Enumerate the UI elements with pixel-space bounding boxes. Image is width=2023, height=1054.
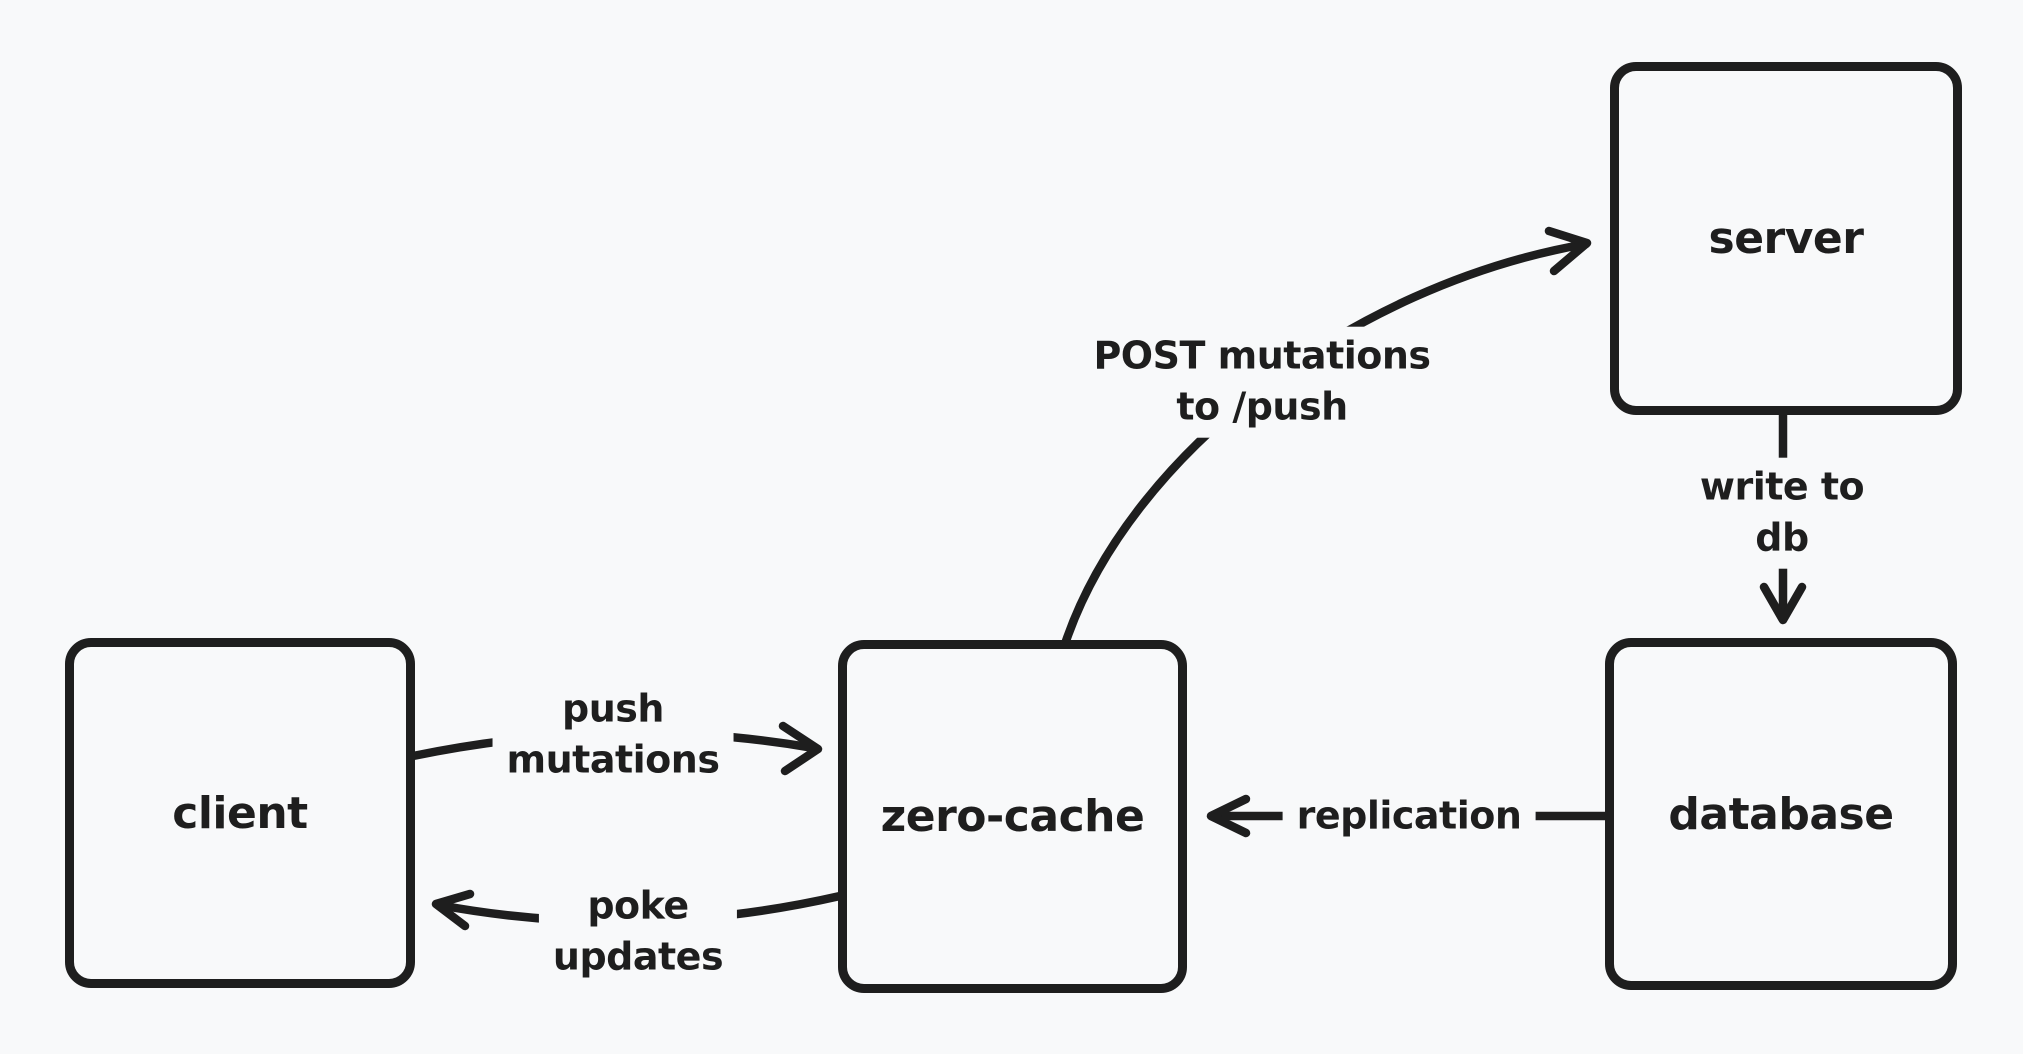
node-zero-cache-label: zero-cache <box>880 791 1145 842</box>
edge-label-write-to-db: write to db <box>1661 457 1903 569</box>
edge-label-push-mutations: push mutations <box>492 679 734 791</box>
node-client-label: client <box>172 787 308 839</box>
arrow-write-to-db-head <box>1759 582 1807 625</box>
node-server-label: server <box>1708 213 1864 264</box>
edge-label-post-mutations: POST mutations to /push <box>1079 326 1445 438</box>
arrow-post-mutations-head <box>1544 226 1592 276</box>
node-zero-cache: zero-cache <box>838 640 1187 993</box>
arrow-post-mutations-shaft <box>1061 239 1591 646</box>
edge-label-poke-updates: poke updates <box>538 876 738 988</box>
arrow-push-mutations-head <box>778 721 823 776</box>
node-database: database <box>1605 638 1957 990</box>
edge-label-replication: replication <box>1282 786 1536 846</box>
node-server: server <box>1610 62 1962 415</box>
arrow-poke-updates-head <box>431 889 475 931</box>
node-database-label: database <box>1668 788 1894 840</box>
arrow-replication-head <box>1206 794 1251 838</box>
node-client: client <box>65 638 415 988</box>
